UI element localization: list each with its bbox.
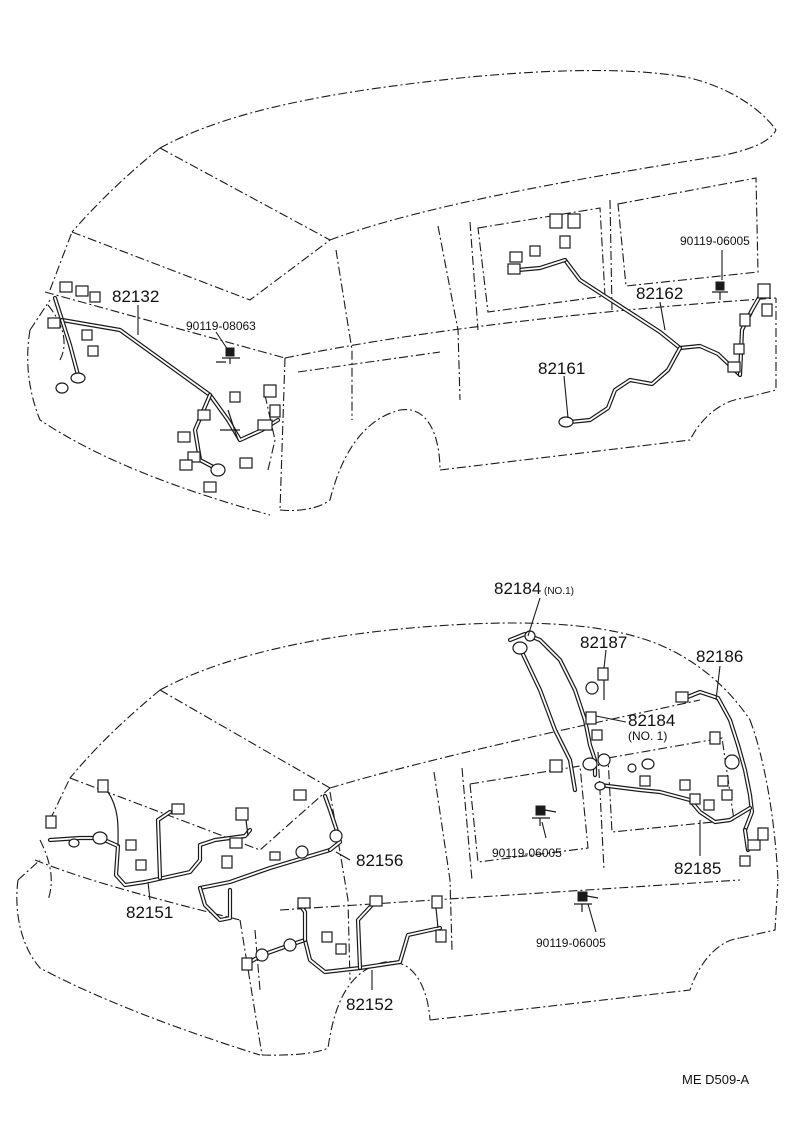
label-82185: 82185 bbox=[674, 859, 721, 878]
bolt-90119-06005-c bbox=[574, 891, 599, 912]
label-90119-06005-mid: 90119-06005 bbox=[492, 846, 562, 860]
label-82187: 82187 bbox=[580, 633, 627, 652]
label-90119-08063: 90119-08063 bbox=[186, 319, 256, 333]
upper-vehicle: 82132 90119-08063 90119-06005 82162 8216… bbox=[27, 69, 777, 516]
label-82184-top: 82184 bbox=[494, 579, 541, 598]
lower-vehicle: 82184 (NO.1) 82187 82186 82184 (NO. 1) 9… bbox=[16, 579, 779, 1056]
bolt-90119-06005-b bbox=[532, 805, 557, 826]
label-82132: 82132 bbox=[112, 287, 159, 306]
figure-code: ME D509-A bbox=[682, 1072, 750, 1087]
label-82186: 82186 bbox=[696, 647, 743, 666]
label-90119-06005-top: 90119-06005 bbox=[680, 234, 750, 248]
label-90119-06005-bottom: 90119-06005 bbox=[536, 936, 606, 950]
label-82162: 82162 bbox=[636, 284, 683, 303]
label-82151: 82151 bbox=[126, 903, 173, 922]
label-82156: 82156 bbox=[356, 851, 403, 870]
label-82184-mid: 82184 bbox=[628, 711, 675, 730]
label-82161: 82161 bbox=[538, 359, 585, 378]
bolt-90119-06005-a bbox=[712, 281, 728, 300]
label-82184-mid-note: (NO. 1) bbox=[628, 729, 667, 743]
label-82152: 82152 bbox=[346, 995, 393, 1014]
bolt-90119-08063 bbox=[216, 347, 240, 364]
label-82184-top-note: (NO.1) bbox=[544, 586, 574, 597]
